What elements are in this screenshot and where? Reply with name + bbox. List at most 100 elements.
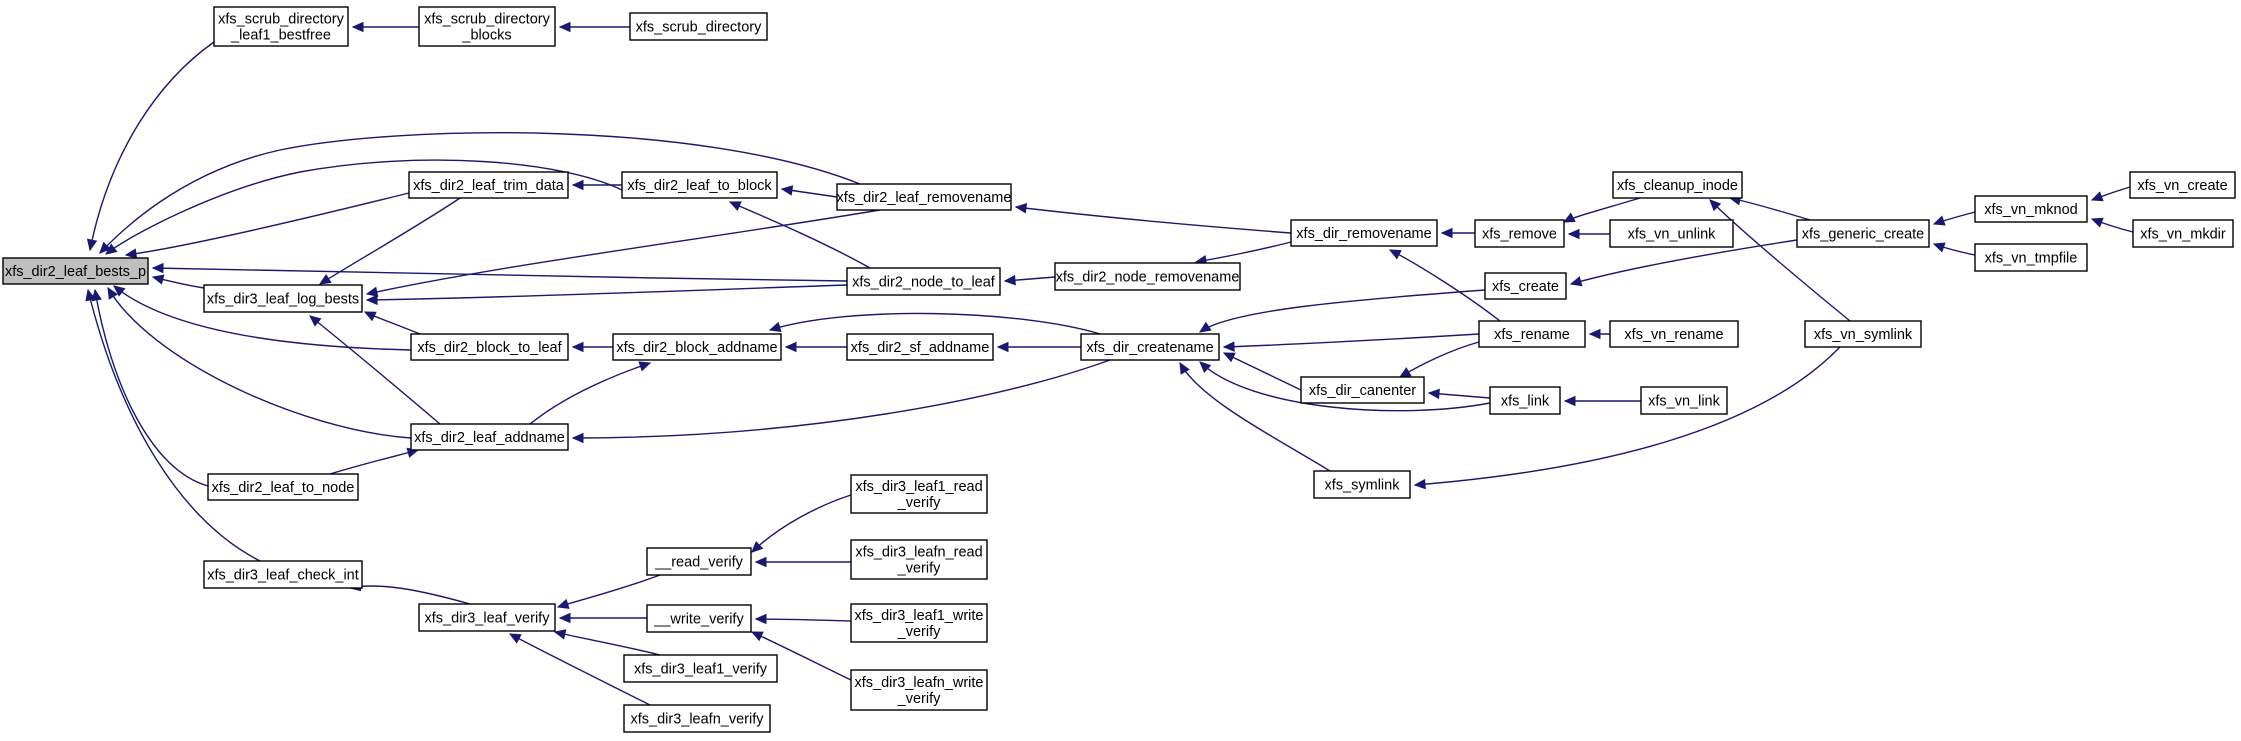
function-node-symlink[interactable]: xfs_symlink (1313, 470, 1411, 499)
function-label: _leaf1_bestfree (230, 28, 331, 44)
function-node-vn-rename[interactable]: xfs_vn_rename (1609, 320, 1739, 348)
function-node-leafn-verify[interactable]: xfs_dir3_leafn_verify (623, 704, 771, 733)
function-node-dir-removename[interactable]: xfs_dir_removename (1290, 219, 1438, 247)
call-edge-leaf-to-block-to-leaf-trim (571, 179, 622, 191)
function-node-leafn-read[interactable]: xfs_dir3_leafn_read_verify (850, 539, 988, 580)
call-edge-generic-create-to-create (1569, 239, 1798, 287)
function-label: xfs_remove (1482, 227, 1557, 243)
function-label: xfs_link (1501, 394, 1550, 410)
call-edge-sf-addname-to-block-addname (784, 341, 847, 353)
function-node-read-verify[interactable]: __read_verify (646, 547, 752, 576)
function-node-scrub-l1-bestfree[interactable]: xfs_scrub_directory_leaf1_bestfree (213, 6, 349, 47)
call-edge-leafn-write-to-write-verify (750, 631, 852, 681)
function-label: xfs_dir3_leaf_verify (425, 611, 551, 627)
function-node-vn-mkdir[interactable]: xfs_vn_mkdir (2132, 219, 2234, 248)
call-edge-check-int-to-bests-p (85, 288, 261, 562)
function-node-leaf-to-block[interactable]: xfs_dir2_leaf_to_block (621, 171, 778, 199)
function-label: xfs_dir3_leaf_log_bests (207, 292, 359, 308)
function-node-cleanup-inode[interactable]: xfs_cleanup_inode (1612, 171, 1743, 199)
function-node-check-int[interactable]: xfs_dir3_leaf_check_int (203, 560, 363, 589)
function-node-scrub-blocks[interactable]: xfs_scrub_directory_blocks (418, 6, 556, 47)
call-edge-block-to-leaf-to-log-bests (363, 311, 421, 335)
function-node-bests-p[interactable]: xfs_dir2_leaf_bests_p (2, 257, 149, 285)
call-edge-leaf-to-node-to-bests-p (91, 288, 209, 487)
function-node-vn-mknod[interactable]: xfs_vn_mknod (1974, 195, 2088, 223)
function-node-remove[interactable]: xfs_remove (1474, 219, 1565, 248)
call-edge-node-removename-to-node-to-leaf (1003, 274, 1056, 286)
call-edge-canenter-to-createname (1222, 352, 1302, 391)
call-edge-vn-tmpfile-to-generic-create (1932, 242, 1976, 256)
function-label: xfs_dir2_node_removename (1056, 270, 1240, 286)
function-node-leaf-addname[interactable]: xfs_dir2_leaf_addname (410, 423, 569, 451)
call-edge-read-verify-to-leaf-verify (556, 574, 661, 609)
function-node-createname[interactable]: xfs_dir_createname (1080, 333, 1220, 361)
function-node-block-to-leaf[interactable]: xfs_dir2_block_to_leaf (410, 333, 569, 361)
function-node-node-removename[interactable]: xfs_dir2_node_removename (1054, 262, 1241, 291)
function-node-link[interactable]: xfs_link (1489, 386, 1561, 415)
function-node-vn-symlink[interactable]: xfs_vn_symlink (1804, 320, 1922, 348)
call-edge-createname-to-block-addname (768, 312, 1101, 335)
function-node-scrub-dir[interactable]: xfs_scrub_directory (629, 12, 768, 41)
function-label: __read_verify (654, 555, 744, 571)
function-node-generic-create[interactable]: xfs_generic_create (1796, 219, 1930, 248)
function-node-write-verify[interactable]: __write_verify (646, 604, 752, 633)
function-label: xfs_dir3_leafn_read (855, 545, 982, 561)
function-node-canenter[interactable]: xfs_dir_canenter (1300, 376, 1425, 404)
function-node-leaf-to-node[interactable]: xfs_dir2_leaf_to_node (207, 473, 359, 501)
call-edge-createname-to-leaf-addname (571, 359, 1111, 444)
call-edge-leaf1-read-to-read-verify (751, 494, 852, 553)
function-node-create[interactable]: xfs_create (1484, 272, 1567, 300)
function-node-rename[interactable]: xfs_rename (1478, 320, 1586, 348)
call-edge-leaf-addname-to-log-bests (309, 315, 441, 425)
function-label: xfs_dir2_block_addname (616, 340, 777, 356)
call-edge-link-to-canenter (1427, 388, 1491, 400)
function-node-leaf-trim[interactable]: xfs_dir2_leaf_trim_data (408, 171, 569, 199)
function-label: xfs_dir3_leafn_verify (631, 712, 765, 728)
function-node-leaf1-verify[interactable]: xfs_dir3_leaf1_verify (623, 654, 778, 683)
function-node-node-to-leaf[interactable]: xfs_dir2_node_to_leaf (846, 267, 1001, 296)
function-node-sf-addname[interactable]: xfs_dir2_sf_addname (846, 333, 994, 361)
function-node-vn-tmpfile[interactable]: xfs_vn_tmpfile (1974, 243, 2088, 272)
call-edge-leafn-read-to-read-verify (754, 556, 851, 568)
call-edge-create-to-createname (1198, 289, 1486, 333)
function-label: __write_verify (653, 612, 744, 628)
function-label: xfs_dir2_leaf_to_node (212, 480, 355, 496)
function-label: xfs_dir_createname (1086, 340, 1213, 356)
function-node-vn-link[interactable]: xfs_vn_link (1640, 386, 1728, 415)
function-node-leafn-write[interactable]: xfs_dir3_leafn_write_verify (850, 669, 988, 711)
function-node-leaf-removename[interactable]: xfs_dir2_leaf_removename (836, 183, 1012, 211)
function-node-leaf-verify[interactable]: xfs_dir3_leaf_verify (418, 603, 556, 632)
function-label: xfs_dir3_leaf1_read (855, 479, 982, 495)
call-edge-vn-unlink-to-remove (1567, 228, 1610, 240)
function-node-vn-unlink[interactable]: xfs_vn_unlink (1609, 219, 1734, 248)
function-node-log-bests[interactable]: xfs_dir3_leaf_log_bests (203, 284, 363, 313)
function-node-block-addname[interactable]: xfs_dir2_block_addname (612, 333, 782, 361)
function-label: xfs_dir3_leaf_check_int (207, 568, 359, 584)
function-label: xfs_scrub_directory (218, 12, 344, 28)
function-label: xfs_generic_create (1802, 227, 1925, 243)
function-node-leaf1-write[interactable]: xfs_dir3_leaf1_write_verify (850, 603, 988, 643)
call-edge-vn-create-to-vn-mknod (2090, 186, 2131, 202)
call-edge-log-bests-to-bests-p (151, 274, 205, 289)
function-label: xfs_dir2_leaf_to_block (627, 178, 772, 194)
call-edge-leaf-addname-to-bests-p (107, 286, 412, 439)
function-label: xfs_vn_unlink (1628, 227, 1717, 243)
call-edge-leafn-verify-to-leaf-verify (508, 633, 651, 706)
call-edge-leaf-removename-to-leaf-to-block (780, 185, 838, 198)
function-node-leaf1-read[interactable]: xfs_dir3_leaf1_read_verify (850, 474, 988, 514)
call-edge-scrub-l1-bestfree-to-bests-p (86, 41, 215, 252)
call-edge-node-to-leaf-to-log-bests (365, 284, 848, 306)
function-node-vn-create[interactable]: xfs_vn_create (2129, 171, 2236, 199)
function-label: xfs_dir2_node_to_leaf (852, 275, 996, 291)
function-label: xfs_vn_rename (1624, 327, 1723, 343)
function-label: xfs_scrub_directory (636, 20, 762, 36)
call-edge-createname-to-sf-addname (996, 341, 1081, 353)
call-edge-rename-to-canenter (1398, 341, 1480, 378)
call-edge-leaf-removename-to-bests-p (99, 132, 861, 254)
function-label: _blocks (461, 28, 511, 44)
function-label: xfs_vn_link (1648, 394, 1720, 410)
function-label: xfs_dir3_leaf1_verify (634, 662, 768, 678)
call-edge-rename-to-createname (1222, 333, 1480, 352)
call-edge-vn-mkdir-to-vn-mknod (2090, 217, 2134, 233)
